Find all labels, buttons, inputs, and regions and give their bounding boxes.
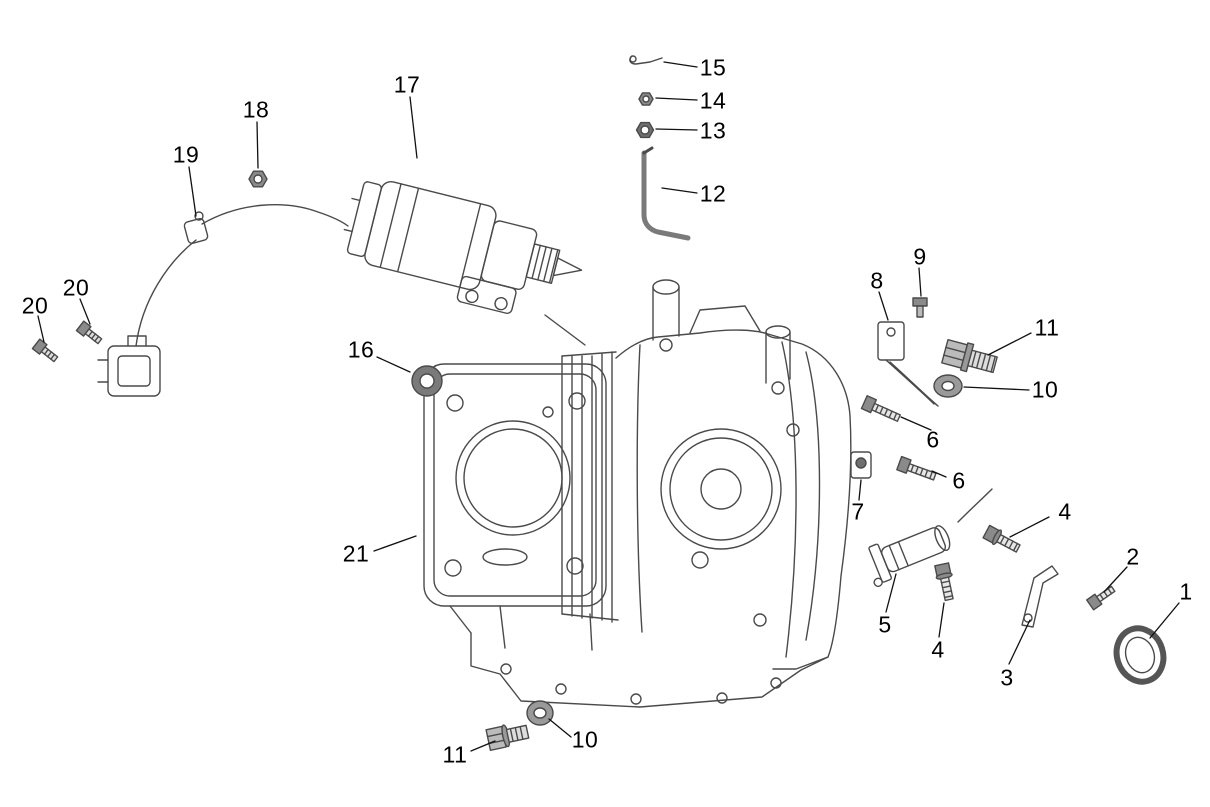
callout-20-right: 20	[62, 274, 90, 301]
drain-plug-11-top	[941, 338, 998, 374]
callout-1: 1	[1179, 578, 1193, 605]
wire-nut-18	[248, 170, 268, 188]
callout-12: 12	[699, 180, 727, 207]
screw-6-upper	[860, 395, 901, 422]
bolt-4-bottom	[934, 562, 954, 602]
pickup-sensor	[183, 211, 209, 245]
nut-13	[635, 121, 655, 139]
callout-19: 19	[172, 141, 200, 168]
callout-3: 3	[1000, 664, 1014, 691]
cylinder-fins	[561, 351, 619, 623]
callout-16: 16	[347, 336, 375, 363]
starter-motor	[343, 180, 583, 314]
leader-lines	[37, 61, 1180, 752]
callout-20-left: 20	[21, 292, 49, 319]
callout-2: 2	[1126, 543, 1140, 570]
callout-4-right: 4	[1058, 498, 1072, 525]
callout-5: 5	[878, 611, 892, 638]
callout-6-upper: 6	[926, 426, 940, 453]
crankcase	[449, 279, 852, 708]
bracket-3	[1021, 565, 1059, 628]
callout-6-lower: 6	[952, 467, 966, 494]
oil-seal-1	[1113, 625, 1167, 685]
nut-14	[638, 92, 654, 106]
plug-wire	[201, 204, 349, 227]
callout-21: 21	[342, 540, 370, 567]
washer-10-bottom	[526, 700, 554, 726]
callout-14: 14	[699, 87, 727, 114]
bracket-8	[877, 321, 939, 407]
callout-13: 13	[699, 117, 727, 144]
ignition-coil	[97, 335, 161, 397]
coil-wire	[135, 239, 197, 347]
callout-9: 9	[913, 243, 927, 270]
drain-plug-11-bottom	[485, 724, 530, 752]
washer-10-top	[933, 374, 963, 398]
callout-18: 18	[242, 96, 270, 123]
bolt-9	[912, 297, 928, 318]
callout-15: 15	[699, 54, 727, 81]
callout-11-bottom: 11	[442, 741, 468, 768]
screw-6-lower	[896, 455, 937, 481]
callout-7: 7	[851, 498, 865, 525]
starter-mount-line	[544, 314, 586, 346]
bolt-4-right	[982, 524, 1021, 553]
starter-solenoid-5	[868, 525, 951, 587]
callout-11-top: 11	[1034, 314, 1060, 341]
callout-17: 17	[393, 71, 421, 98]
callout-8: 8	[870, 267, 884, 294]
solenoid-cable	[957, 488, 993, 523]
bolt-20-left	[31, 338, 59, 363]
cylinder-head-face	[423, 363, 607, 607]
spacer-7	[850, 451, 872, 479]
callout-10-bottom: 10	[571, 726, 599, 753]
bushing-16	[411, 365, 443, 397]
bolt-2	[1086, 585, 1116, 611]
rod-12	[641, 146, 691, 241]
callout-4-bottom: 4	[931, 636, 945, 663]
bolt-20-right	[75, 320, 103, 345]
callout-10-top: 10	[1031, 376, 1059, 403]
clip-15	[629, 55, 663, 65]
